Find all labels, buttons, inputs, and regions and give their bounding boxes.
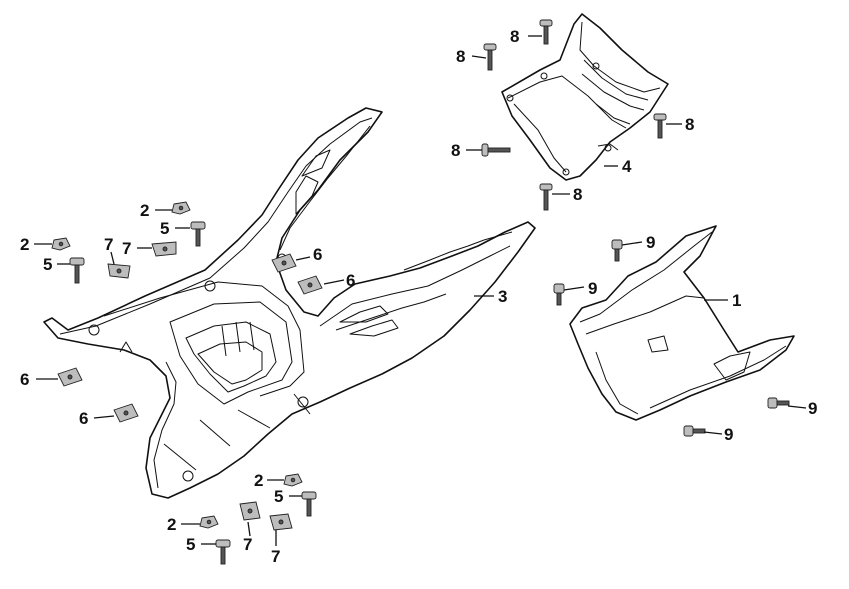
under-cover-part — [569, 225, 795, 421]
callout-5: 5 — [160, 219, 169, 238]
callout-7: 7 — [271, 547, 280, 566]
callout-7: 7 — [243, 535, 252, 554]
callout-8: 8 — [451, 141, 460, 160]
callout-9: 9 — [808, 399, 817, 418]
speed-nut-7-icon — [269, 513, 293, 531]
screw-8-icon — [481, 143, 511, 157]
clip-nut-2-icon — [51, 237, 71, 251]
callout-2: 2 — [140, 201, 149, 220]
screw-5-icon — [215, 539, 231, 565]
spring-nut-6-icon — [297, 275, 323, 295]
speed-nut-7-icon — [107, 263, 131, 279]
speed-nut-7-icon — [151, 241, 177, 257]
callout-8: 8 — [573, 185, 582, 204]
callout-2: 2 — [167, 515, 176, 534]
clip-nut-2-icon — [171, 201, 191, 215]
callout-6: 6 — [79, 409, 88, 428]
rear-cover-part — [501, 13, 669, 181]
screw-5-icon — [301, 491, 317, 517]
callout-8: 8 — [685, 115, 694, 134]
floor-panel-part — [43, 107, 536, 499]
callout-9: 9 — [646, 233, 655, 252]
callout-2: 2 — [254, 471, 263, 490]
screw-5-icon — [69, 257, 85, 284]
callout-8: 8 — [456, 47, 465, 66]
spring-nut-6-icon — [113, 403, 139, 423]
spring-nut-6-icon — [57, 367, 83, 387]
screw-8-icon — [483, 43, 497, 71]
callout-6: 6 — [313, 245, 322, 264]
callout-labels: 3 4 1 2 2 2 2 5 5 5 5 7 7 7 7 6 6 6 6 8 … — [20, 27, 817, 566]
callout-5: 5 — [274, 487, 283, 506]
callout-7: 7 — [104, 235, 113, 254]
callout-8: 8 — [510, 27, 519, 46]
callout-2: 2 — [20, 235, 29, 254]
callout-9: 9 — [724, 425, 733, 444]
callout-3: 3 — [498, 287, 507, 306]
clip-nut-2-icon — [283, 473, 303, 487]
screw-5-icon — [190, 221, 206, 247]
speed-nut-7-icon — [239, 501, 261, 521]
callout-9: 9 — [588, 279, 597, 298]
spring-nut-6-icon — [271, 253, 297, 273]
screw-8-icon — [539, 19, 553, 45]
callout-5: 5 — [186, 535, 195, 554]
screw-9-icon — [611, 239, 623, 262]
callout-1: 1 — [732, 291, 741, 310]
callout-5: 5 — [43, 255, 52, 274]
screw-9-icon — [767, 397, 790, 409]
screw-8-icon — [653, 113, 667, 139]
clip-nut-2-icon — [199, 515, 219, 529]
screw-9-icon — [683, 425, 706, 437]
screw-8-icon — [539, 183, 553, 211]
callout-6: 6 — [346, 271, 355, 290]
callout-4: 4 — [622, 157, 632, 176]
leader-lines — [34, 35, 807, 546]
callout-6: 6 — [20, 370, 29, 389]
screw-9-icon — [553, 283, 565, 306]
callout-7: 7 — [122, 239, 131, 258]
